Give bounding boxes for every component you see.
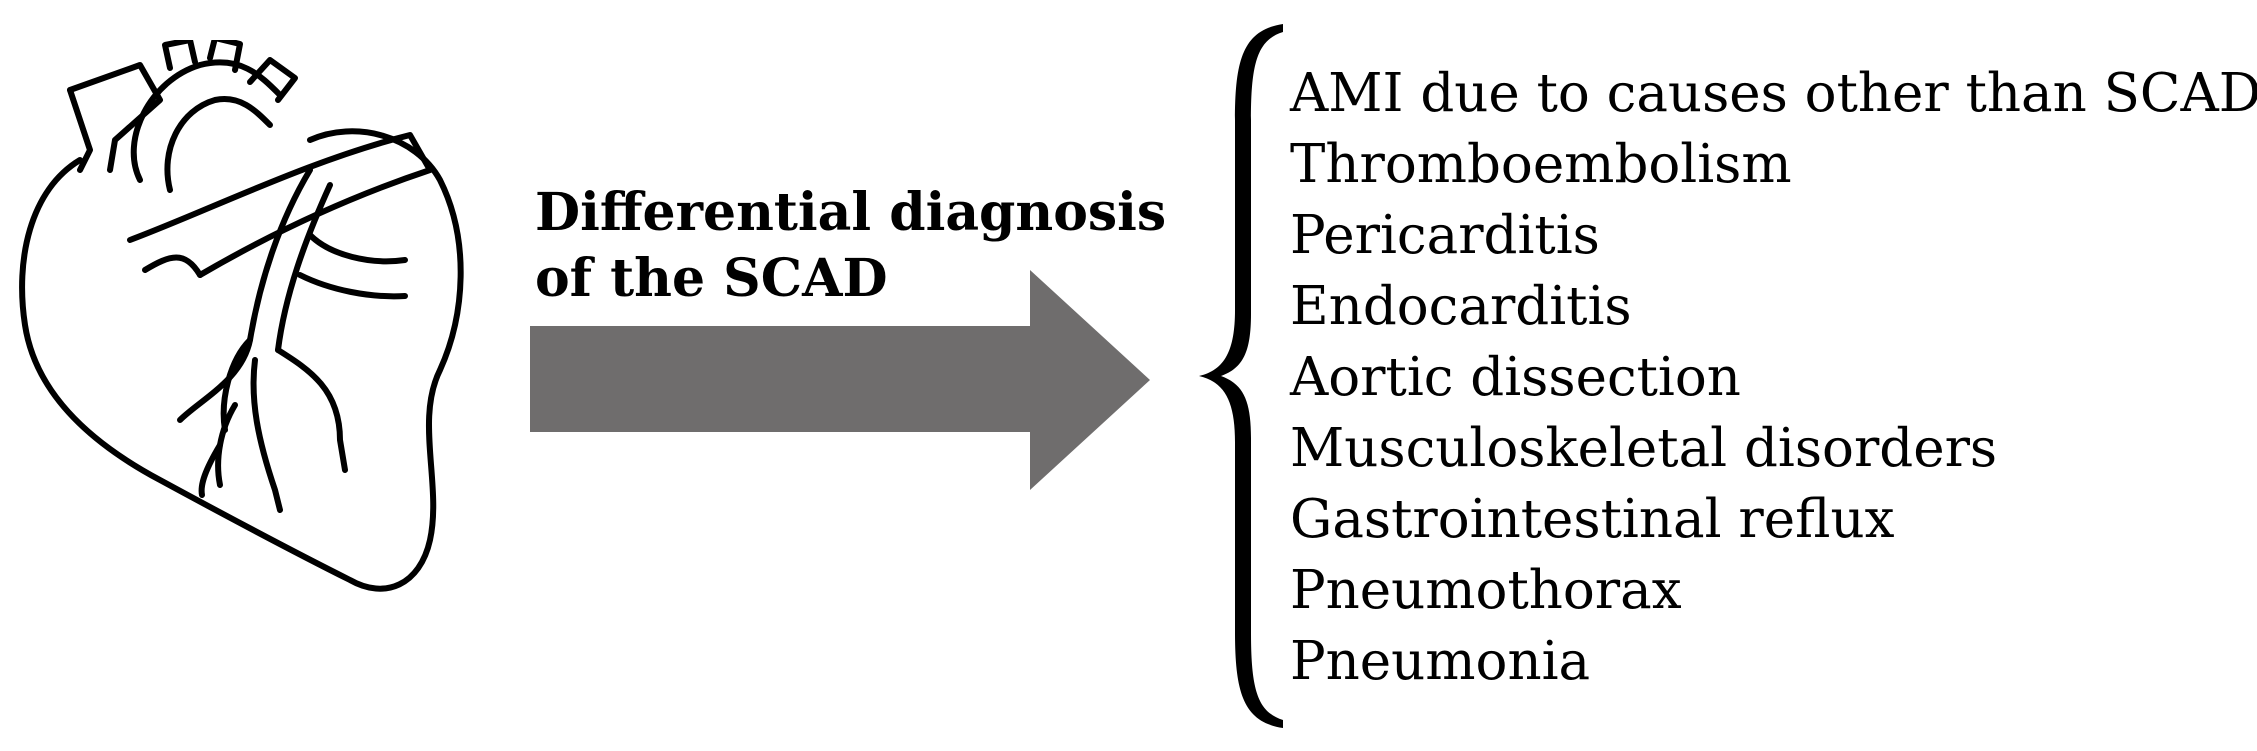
arrow-right-icon [530, 270, 1150, 490]
list-item: Pneumothorax [1290, 560, 1682, 621]
list-item: Pneumonia [1290, 631, 1591, 692]
curly-brace-icon [1199, 24, 1283, 728]
curly-brace-shape [1199, 24, 1283, 728]
diagram-label: Differential diagnosis of the SCAD [535, 180, 1166, 312]
list-item: Musculoskeletal disorders [1290, 418, 1998, 479]
list-item: Gastrointestinal reflux [1290, 489, 1895, 550]
list-item: Thromboembolism [1290, 134, 1792, 195]
list-item: AMI due to causes other than SCAD [1290, 63, 2257, 124]
diagram-label-line2: of the SCAD [535, 248, 888, 309]
heart-icon [19, 40, 464, 592]
list-item: Pericarditis [1290, 205, 1600, 266]
differential-diagnosis-list: AMI due to causes other than SCAD Thromb… [1290, 58, 2257, 697]
arrow-shape [530, 270, 1150, 490]
diagram-label-line1: Differential diagnosis [535, 182, 1167, 243]
list-item: Aortic dissection [1290, 347, 1741, 408]
list-item: Endocarditis [1290, 276, 1632, 337]
